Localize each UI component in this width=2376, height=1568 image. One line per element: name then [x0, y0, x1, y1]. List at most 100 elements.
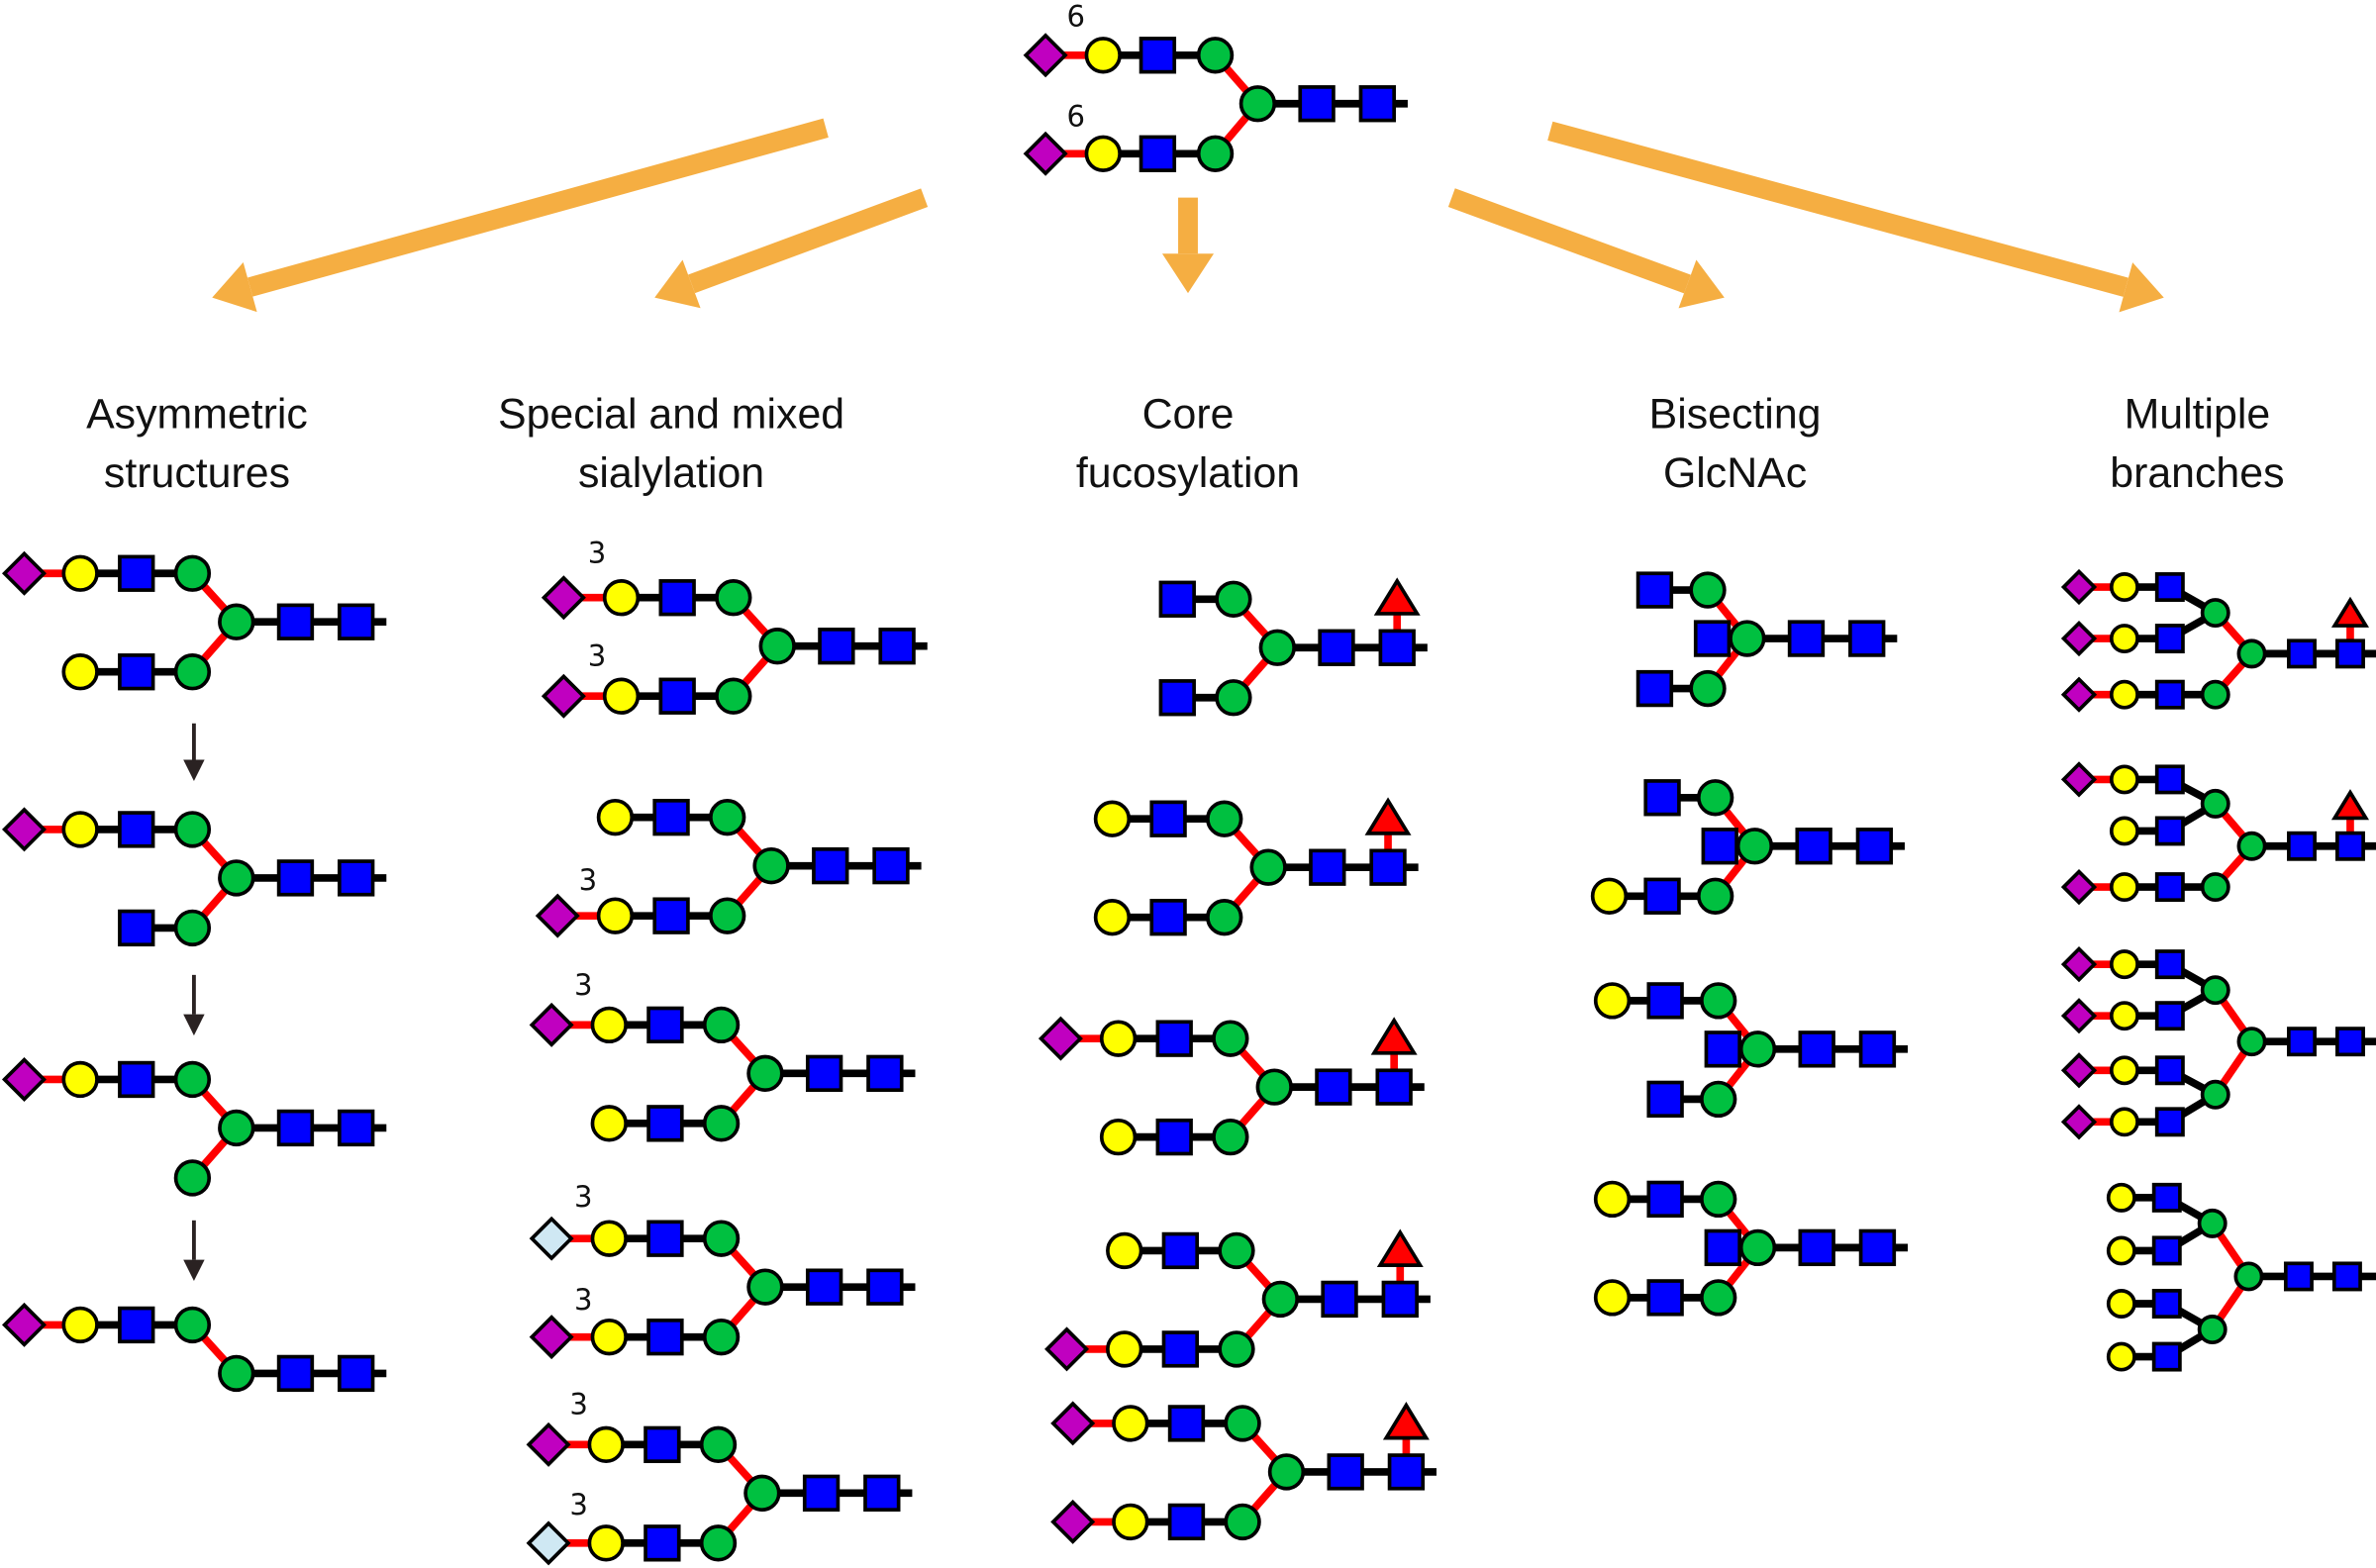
glcnac-square-icon: [1858, 1228, 1897, 1267]
sialic-acid-diamond-icon: [541, 575, 586, 621]
glycan-multi-branched: [2060, 761, 2376, 906]
glcnac-square-icon: [1646, 1279, 1684, 1317]
sialic-acid-diamond-icon: [1, 807, 47, 852]
glcnac-square-icon: [1155, 1118, 1193, 1156]
mannose-circle-icon: [173, 1306, 212, 1344]
arrow-to-asymmetric: [212, 118, 829, 313]
linkage-label: 3: [588, 537, 607, 570]
mannose-circle-icon: [702, 1220, 741, 1257]
glcnac-square-icon: [1646, 982, 1684, 1020]
sialic-acid-diamond-icon: [1023, 131, 1068, 176]
glcnac-square-icon: [1387, 1453, 1426, 1491]
mannose-circle-icon: [1696, 779, 1734, 817]
mannose-circle-icon: [2200, 598, 2230, 629]
sialic-acid-diamond-icon: [535, 893, 580, 938]
arrow-to-asymmetric-head: [212, 261, 257, 313]
glcnac-square-icon: [1298, 85, 1336, 123]
mannose-circle-icon: [746, 1054, 784, 1093]
glcnac-square-icon: [118, 1060, 155, 1099]
glcnac-square-icon: [1161, 1231, 1200, 1270]
mannose-circle-icon: [1700, 1080, 1737, 1119]
mannose-circle-icon: [1224, 1503, 1261, 1541]
mannose-circle-icon: [746, 1268, 784, 1306]
glcnac-square-icon: [338, 1109, 375, 1147]
fucose-triangle-icon: [2330, 596, 2370, 628]
glcnac-square-icon: [652, 799, 690, 836]
galactose-circle-icon: [2109, 624, 2139, 654]
galactose-circle-icon: [1099, 1020, 1138, 1057]
orange-arrows: [183, 118, 2164, 1282]
glcnac-square-icon: [118, 811, 155, 848]
glcnac-square-icon: [1381, 1280, 1419, 1319]
glcnac-square-icon: [646, 1220, 684, 1257]
sialic-acid-diamond-icon: [529, 1002, 574, 1047]
mannose-circle-icon: [715, 579, 752, 617]
galactose-circle-icon: [61, 811, 99, 848]
mannose-circle-icon: [1738, 1228, 1777, 1267]
glycan-sialylation: [541, 575, 928, 719]
linkage-label: 6: [1066, 100, 1085, 134]
glcnac-square-icon: [1704, 1030, 1741, 1068]
mannose-circle-icon: [1196, 135, 1235, 172]
glycan-core-fucosylated: [1038, 1016, 1425, 1156]
glcnac-square-icon: [1858, 1030, 1897, 1068]
glcnac-square-icon: [1158, 580, 1196, 618]
glcnac-square-icon: [1149, 800, 1187, 837]
galactose-circle-icon: [1093, 899, 1132, 936]
sialic-acid-diamond-icon: [1023, 33, 1068, 78]
mannose-circle-icon: [1689, 571, 1727, 609]
arrow-to-sialylation-shaft: [688, 188, 929, 294]
mannose-circle-icon: [1700, 1279, 1737, 1317]
galactose-circle-icon: [596, 897, 635, 934]
mannose-circle-icon: [218, 603, 255, 640]
galactose-circle-icon: [1084, 37, 1122, 74]
mannose-circle-icon: [2200, 679, 2230, 710]
mannose-circle-icon: [1258, 629, 1296, 666]
galactose-circle-icon: [61, 1306, 99, 1344]
degradation-arrow-head: [183, 759, 205, 781]
glycan-sialylation: [529, 1216, 916, 1360]
linkage-label: 3: [569, 1488, 588, 1521]
glcnac-square-icon: [646, 1006, 684, 1044]
glcnac-square-icon: [1635, 669, 1674, 708]
glcnac-square-icon: [1646, 1080, 1684, 1119]
glcnac-square-icon: [338, 1354, 375, 1393]
glcnac-square-icon: [1318, 629, 1355, 666]
mannose-circle-icon: [1738, 1030, 1777, 1068]
glycan-multi-branched: [2060, 568, 2376, 713]
glycan-asymmetric: [1, 1056, 387, 1197]
galactose-circle-icon: [61, 1060, 99, 1099]
mannose-circle-icon: [1224, 1405, 1261, 1442]
mannose-circle-icon: [2236, 638, 2267, 669]
mannose-circle-icon: [173, 554, 212, 592]
mannose-circle-icon: [702, 1006, 741, 1044]
glycan-core-fucosylated: [1093, 797, 1419, 936]
glycan-bisecting: [1590, 779, 1905, 915]
galactose-circle-icon: [1084, 135, 1122, 172]
glcnac-square-icon: [2154, 1055, 2185, 1086]
glcnac-square-icon: [118, 653, 155, 691]
glcnac-square-icon: [1167, 1503, 1206, 1541]
galactose-circle-icon: [2109, 1107, 2139, 1137]
glcnac-square-icon: [2154, 872, 2185, 903]
glcnac-square-icon: [802, 1474, 841, 1512]
galactose-circle-icon: [61, 554, 99, 592]
glcnac-square-icon: [1358, 85, 1396, 123]
sialic-acid-diamond-icon: [1050, 1401, 1096, 1446]
glcnac-square-icon: [646, 1319, 684, 1356]
mannose-circle-icon: [1261, 1280, 1300, 1319]
glcnac-square-icon: [2154, 1107, 2185, 1137]
degradation-arrow: [183, 974, 205, 1036]
galactose-circle-icon: [590, 1105, 628, 1142]
galactose-circle-icon: [61, 653, 99, 691]
title-branches-2: branches: [2110, 449, 2284, 497]
glcnac-square-icon: [338, 859, 375, 897]
galactose-circle-icon: [1590, 877, 1629, 915]
arrow-to-sialylation-head: [654, 259, 701, 309]
mannose-circle-icon: [2200, 872, 2230, 903]
mannose-circle-icon: [218, 859, 255, 897]
mannose-circle-icon: [1206, 899, 1243, 936]
sialic-acid-diamond-icon: [1, 1302, 47, 1347]
glcnac-square-icon: [2335, 1027, 2365, 1057]
